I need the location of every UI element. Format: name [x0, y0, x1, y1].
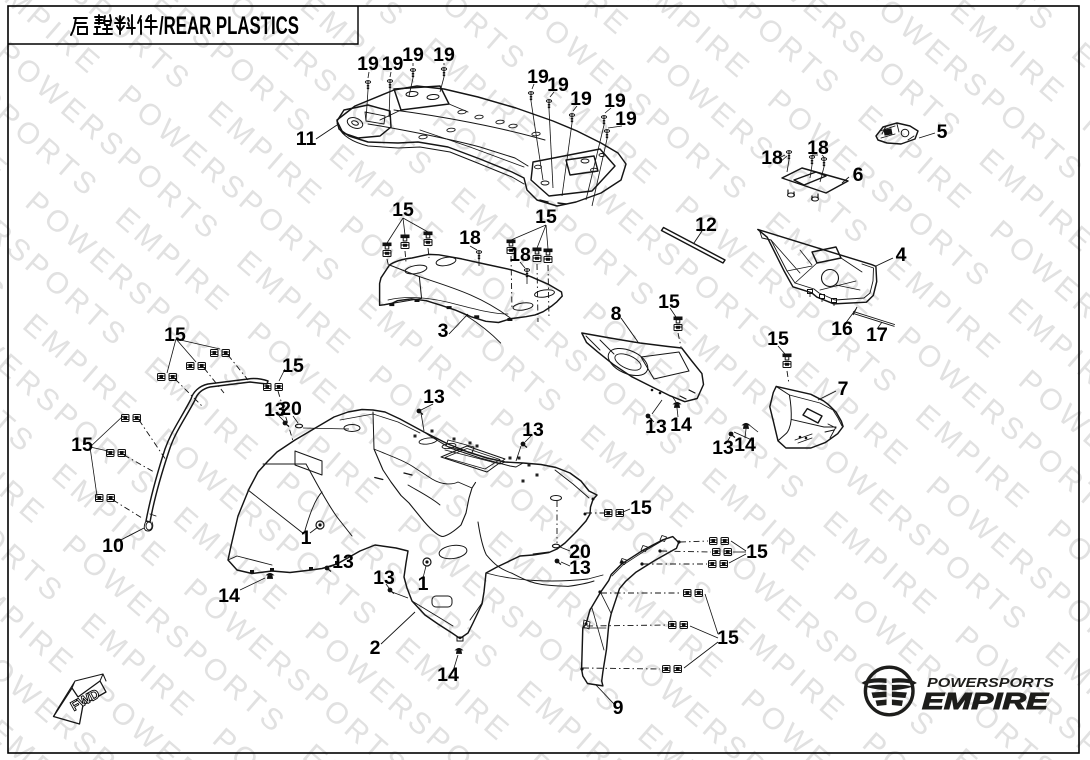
svg-text:19: 19 [615, 108, 637, 130]
svg-text:19: 19 [527, 66, 549, 88]
svg-text:17: 17 [866, 324, 888, 346]
svg-text:20: 20 [280, 398, 302, 420]
svg-text:13: 13 [264, 399, 286, 421]
svg-text:9: 9 [613, 697, 624, 719]
svg-text:13: 13 [423, 386, 445, 408]
svg-text:19: 19 [604, 90, 626, 112]
svg-text:15: 15 [630, 497, 652, 519]
svg-text:15: 15 [658, 291, 680, 313]
svg-text:EMPIRE: EMPIRE [922, 688, 1049, 714]
svg-text:15: 15 [767, 328, 789, 350]
svg-text:14: 14 [670, 414, 692, 436]
svg-text:POWERSPORTS: POWERSPORTS [927, 675, 1054, 690]
svg-text:13: 13 [373, 567, 395, 589]
svg-text:18: 18 [459, 227, 481, 249]
svg-text:18: 18 [761, 147, 783, 169]
svg-text:15: 15 [164, 324, 186, 346]
svg-text:19: 19 [402, 44, 424, 66]
svg-text:1: 1 [301, 527, 312, 549]
svg-text:15: 15 [392, 199, 414, 221]
svg-text:16: 16 [831, 318, 853, 340]
svg-text:13: 13 [522, 419, 544, 441]
svg-text:11: 11 [296, 128, 317, 150]
svg-text:18: 18 [807, 137, 829, 159]
svg-text:2: 2 [370, 637, 381, 659]
svg-text:13: 13 [712, 437, 734, 459]
svg-text:1: 1 [418, 573, 429, 595]
svg-text:19: 19 [382, 53, 404, 75]
svg-text:19: 19 [433, 44, 455, 66]
svg-text:12: 12 [695, 214, 717, 236]
svg-text:19: 19 [357, 53, 379, 75]
svg-text:15: 15 [282, 355, 304, 377]
svg-text:14: 14 [437, 664, 459, 686]
svg-text:3: 3 [438, 320, 449, 342]
svg-text:6: 6 [853, 164, 864, 186]
svg-text:15: 15 [71, 434, 93, 456]
svg-text:5: 5 [937, 121, 948, 143]
svg-text:/REAR PLASTICS: /REAR PLASTICS [159, 12, 299, 40]
svg-text:19: 19 [547, 74, 569, 96]
svg-text:19: 19 [570, 88, 592, 110]
svg-text:13: 13 [332, 551, 354, 573]
svg-text:4: 4 [896, 244, 907, 266]
svg-text:7: 7 [838, 378, 849, 400]
svg-text:8: 8 [611, 303, 622, 325]
svg-text:15: 15 [535, 206, 557, 228]
svg-text:13: 13 [569, 557, 591, 579]
svg-text:20: 20 [569, 541, 591, 563]
svg-text:14: 14 [734, 434, 756, 456]
svg-text:15: 15 [746, 541, 768, 563]
svg-text:18: 18 [509, 244, 531, 266]
svg-text:15: 15 [717, 627, 739, 649]
svg-text:14: 14 [218, 585, 240, 607]
svg-text:10: 10 [102, 535, 124, 557]
svg-text:13: 13 [645, 416, 667, 438]
